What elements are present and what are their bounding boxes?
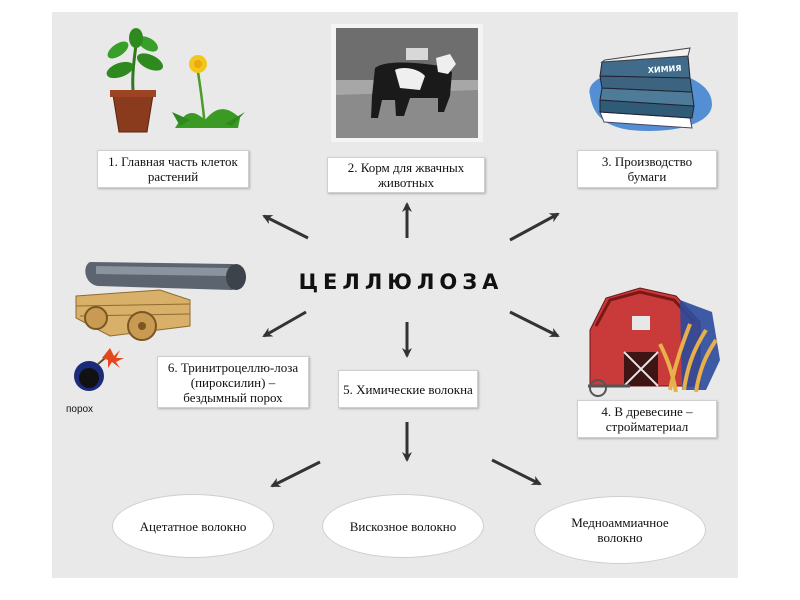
arrow-to-acetate: [270, 460, 321, 488]
plants-icon: [106, 28, 245, 133]
arrow-to-copper: [491, 458, 542, 486]
node-ruminant-feed: 2. Корм для жвачных животных: [327, 157, 485, 193]
powder-label: порох: [66, 404, 93, 415]
arrow-to-paper: [509, 212, 560, 242]
arrow-to-gunpowder: [262, 310, 307, 338]
arrow-to-wood: [509, 310, 560, 338]
fiber-viscose: Вискозное волокно: [322, 494, 484, 558]
books-icon: ХИМИЯ: [589, 47, 712, 131]
barn-icon: [588, 287, 720, 397]
node-gunpowder: 6. Тринитроцеллю-лоза (пироксилин) – без…: [157, 356, 309, 408]
node-chemical-fibers: 5. Химические волокна: [338, 370, 478, 408]
powder-bomb-icon: [74, 348, 124, 391]
node-plant-cells: 1. Главная часть клеток растений: [97, 150, 249, 188]
diagram-title: ЦЕЛЛЮЛОЗА: [298, 270, 504, 294]
book-spine-text: ХИМИЯ: [648, 64, 682, 75]
fiber-copper-ammonia: Медноаммиачное волокно: [534, 496, 706, 564]
fiber-acetate: Ацетатное волокно: [112, 494, 274, 558]
node-building-material: 4. В древесине – стройматериал: [577, 400, 717, 438]
node-paper-production: 3. Производство бумаги: [577, 150, 717, 188]
cow-photo: [331, 24, 483, 142]
arrows: [262, 202, 560, 488]
cannon-icon: [75, 262, 246, 341]
arrow-to-plants: [262, 214, 309, 240]
